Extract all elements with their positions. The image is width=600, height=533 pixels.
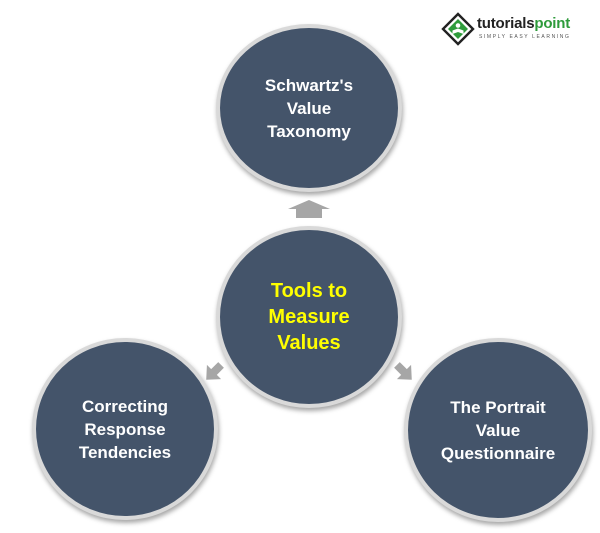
node-schwartz-value-taxonomy: Schwartz's Value Taxonomy bbox=[216, 24, 402, 192]
node-label: The Portrait Value Questionnaire bbox=[440, 397, 556, 463]
logo-wordmark: tutorialspoint bbox=[477, 16, 570, 32]
node-portrait-value-questionnaire: The Portrait Value Questionnaire bbox=[404, 338, 592, 522]
arrow-right-icon bbox=[394, 362, 412, 380]
logo-wordmark-part1: tutorials bbox=[477, 15, 535, 32]
arrow-up-icon bbox=[288, 200, 330, 218]
logo-tagline: SIMPLY EASY LEARNING bbox=[479, 34, 571, 40]
tutorialspoint-logo-icon bbox=[441, 12, 475, 46]
node-label: Schwartz's Value Taxonomy bbox=[264, 75, 354, 141]
center-node-label: Tools to Measure Values bbox=[268, 280, 350, 354]
node-tools-to-measure-values: Tools to Measure Values bbox=[216, 226, 402, 408]
tutorialspoint-logo[interactable]: tutorialspoint SIMPLY EASY LEARNING bbox=[441, 12, 586, 48]
logo-wordmark-part2: point bbox=[534, 15, 571, 32]
node-label: Correcting Response Tendencies bbox=[78, 396, 172, 462]
node-correcting-response-tendencies: Correcting Response Tendencies bbox=[32, 338, 218, 520]
